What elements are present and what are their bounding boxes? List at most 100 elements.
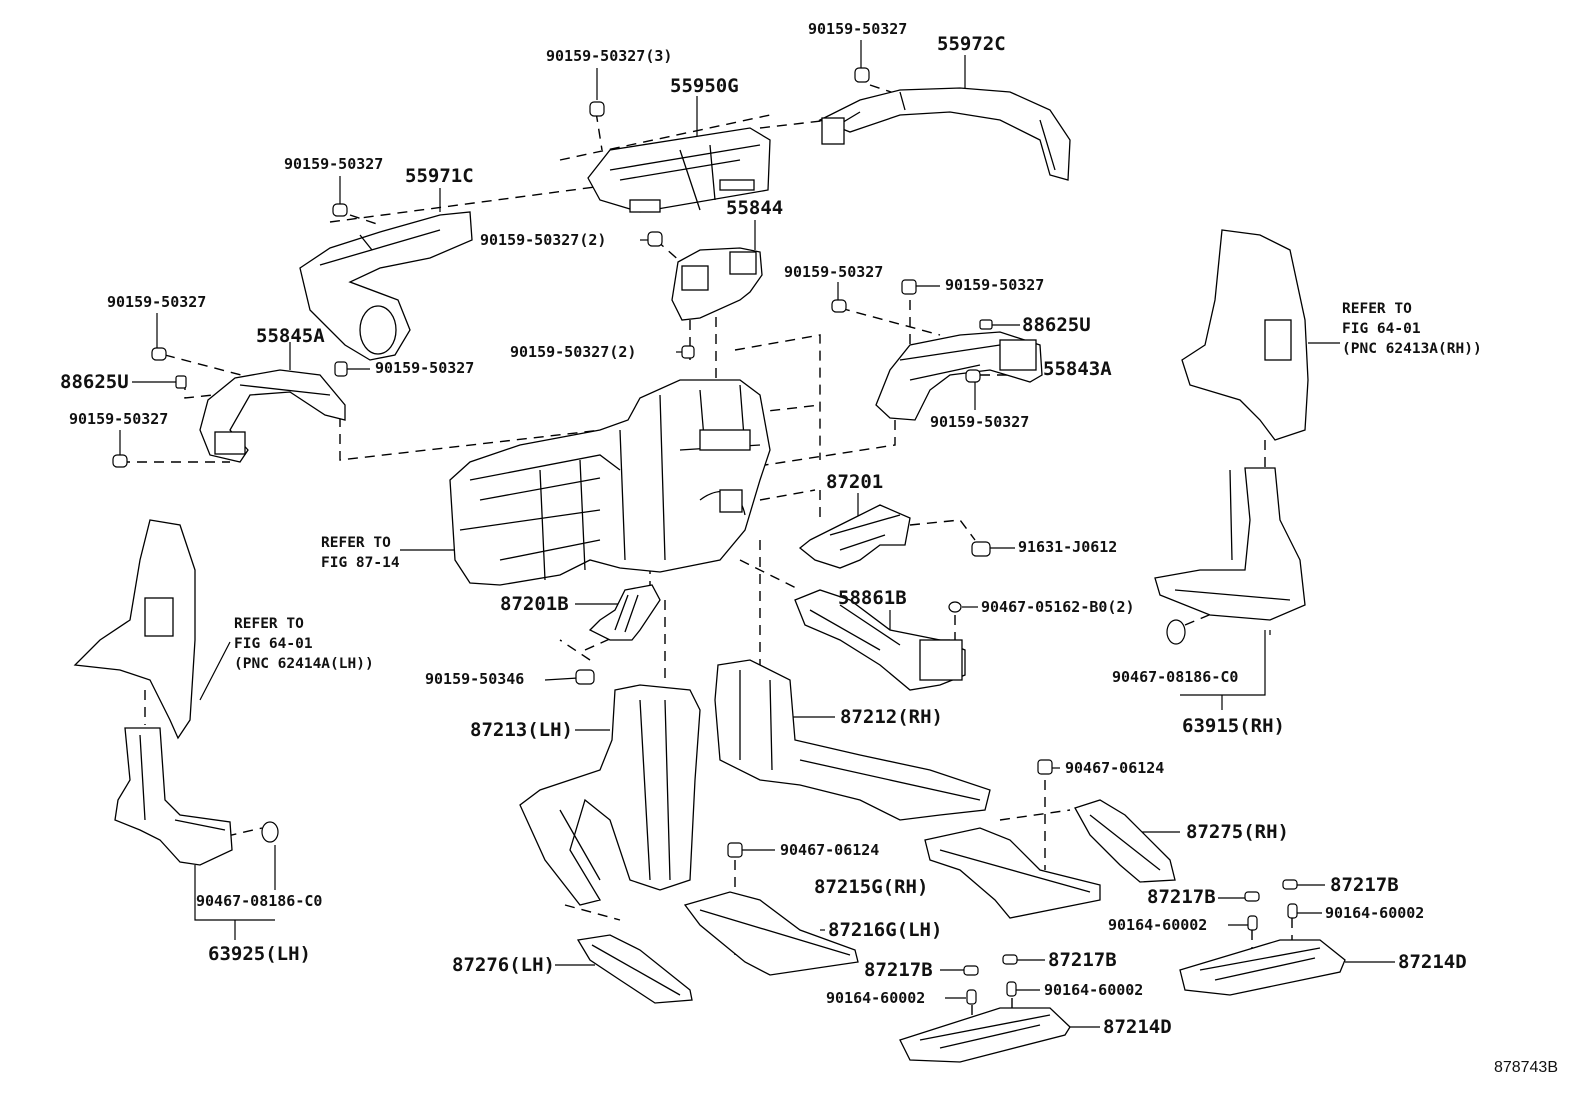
label-90164-60002-c: 90164-60002	[826, 989, 926, 1007]
label-90159-50327-top-right: 90159-50327	[808, 20, 908, 38]
clip-87217B-c	[963, 965, 979, 976]
clip-87217B-b	[1282, 879, 1298, 890]
ref-line: (PNC 62413A(RH))	[1342, 341, 1482, 357]
clip-87217B-d	[1002, 954, 1018, 965]
label-87201B: 87201B	[500, 593, 569, 615]
label-55845A: 55845A	[256, 325, 325, 347]
part-87201-duct	[798, 504, 911, 569]
label-90467-08186-C0-lh: 90467-08186-C0	[196, 892, 323, 910]
label-90467-06124-a: 90467-06124	[1065, 759, 1165, 777]
label-55843A: 55843A	[1043, 358, 1112, 380]
ref-line: REFER TO	[234, 616, 304, 632]
clip-90159-50327-left-right	[334, 361, 348, 377]
label-90164-60002-a: 90164-60002	[1108, 916, 1208, 934]
part-87212-RH-duct	[714, 659, 991, 821]
label-87212-RH: 87212(RH)	[840, 706, 943, 728]
part-58861B-duct	[794, 589, 966, 691]
label-87214D-left: 87214D	[1103, 1016, 1172, 1038]
part-55843A-duct	[875, 331, 1043, 421]
label-88625U-left: 88625U	[60, 371, 129, 393]
part-87275-RH-duct	[1074, 799, 1176, 883]
label-91631-J0612: 91631-J0612	[1018, 538, 1118, 556]
part-87214D-left-tray	[899, 1007, 1071, 1063]
label-58861B: 58861B	[838, 587, 907, 609]
label-88625U-right: 88625U	[1022, 314, 1091, 336]
clip-90467-06124-a	[1037, 759, 1053, 775]
label-90164-60002-d: 90164-60002	[1044, 981, 1144, 999]
part-55972C-right-duct	[818, 87, 1071, 181]
label-87215G-RH: 87215G(RH)	[814, 876, 929, 898]
clip-87217B-a	[1244, 891, 1260, 902]
label-90467-08186-C0-rh: 90467-08186-C0	[1112, 668, 1239, 686]
clip-90159-50327-rc-a	[831, 299, 847, 313]
clip-90159-50327-rc-c	[965, 369, 981, 383]
label-87217B-b: 87217B	[1330, 874, 1399, 896]
label-90467-06124-b: 90467-06124	[780, 841, 880, 859]
screw-90467-05162-B0	[948, 601, 962, 613]
label-87201: 87201	[826, 471, 884, 493]
figure-code: 878743B	[1493, 1059, 1558, 1076]
label-90159-50327-upper-left: 90159-50327	[284, 155, 384, 173]
label-90159-50327-left-bottom: 90159-50327	[69, 410, 169, 428]
label-90159-50327-rc-b: 90159-50327	[945, 276, 1045, 294]
ref-line: REFER TO	[1342, 301, 1412, 317]
screw-90164-60002-c	[966, 989, 977, 1005]
label-87214D-right: 87214D	[1398, 951, 1467, 973]
label-90159-50327-2b: 90159-50327(2)	[510, 343, 637, 361]
part-63925-LH-bracket	[114, 727, 233, 866]
part-87276-LH-duct	[576, 934, 693, 1004]
part-55950G-center-duct	[587, 127, 771, 213]
label-55972C: 55972C	[937, 33, 1006, 55]
label-90159-50327-3: 90159-50327(3)	[546, 47, 673, 65]
clip-90159-50327-left-top	[151, 347, 167, 361]
part-55845A-duct	[199, 369, 346, 463]
part-87216G-LH-duct	[683, 891, 859, 976]
label-55844: 55844	[726, 197, 784, 219]
label-90159-50327-rc-c: 90159-50327	[930, 413, 1030, 431]
label-87276-LH: 87276(LH)	[452, 954, 555, 976]
ref-line: REFER TO	[321, 535, 391, 551]
label-55971C: 55971C	[405, 165, 474, 187]
label-90159-50327-left-right: 90159-50327	[375, 359, 475, 377]
label-90159-50327-2a: 90159-50327(2)	[480, 231, 607, 249]
label-87213-LH: 87213(LH)	[470, 719, 573, 741]
label-90159-50346: 90159-50346	[425, 670, 525, 688]
reference-fig-64-01-lh: REFER TO FIG 64-01 (PNC 62414A(LH))	[234, 614, 374, 674]
part-55844-duct	[671, 247, 763, 321]
label-87217B-d: 87217B	[1048, 949, 1117, 971]
part-63915-RH-bracket	[1154, 467, 1306, 621]
part-87213-LH-duct	[519, 684, 701, 906]
part-pillar-trim-LH	[73, 519, 196, 740]
screw-90164-60002-d	[1006, 981, 1017, 997]
ref-line: FIG 87-14	[321, 555, 400, 571]
ref-line: (PNC 62414A(LH))	[234, 656, 374, 672]
clip-90159-50346	[575, 669, 595, 685]
label-63925-LH: 63925(LH)	[208, 943, 311, 965]
part-87215G-RH-duct	[924, 827, 1101, 919]
label-90164-60002-b: 90164-60002	[1325, 904, 1425, 922]
reference-fig-87-14: REFER TO FIG 87-14	[321, 533, 400, 573]
screw-91631-J0612	[971, 541, 991, 557]
clip-90467-08186-C0-lh	[261, 821, 279, 843]
label-87217B-a: 87217B	[1147, 886, 1216, 908]
label-87217B-c: 87217B	[864, 959, 933, 981]
clip-90467-08186-C0-rh	[1166, 619, 1186, 645]
clip-90159-50327-rc-b	[901, 279, 917, 295]
ref-line: FIG 64-01	[234, 636, 313, 652]
part-heater-unit-assembly	[449, 379, 771, 586]
clip-90159-50327-left-bottom	[112, 454, 128, 468]
clip-88625U-left	[175, 375, 187, 389]
label-90159-50327-left-top: 90159-50327	[107, 293, 207, 311]
part-pillar-trim-RH	[1181, 229, 1309, 441]
part-55971C-left-duct	[299, 211, 473, 361]
fasteners	[112, 67, 1298, 1005]
part-87201B-duct	[588, 584, 661, 641]
clip-90159-50327-upper-left	[332, 203, 348, 217]
ref-line: FIG 64-01	[1342, 321, 1421, 337]
label-63915-RH: 63915(RH)	[1182, 715, 1285, 737]
clip-88625U-right	[979, 319, 993, 330]
clip-90467-06124-b	[727, 842, 743, 858]
reference-fig-64-01-rh: REFER TO FIG 64-01 (PNC 62413A(RH))	[1342, 299, 1482, 359]
